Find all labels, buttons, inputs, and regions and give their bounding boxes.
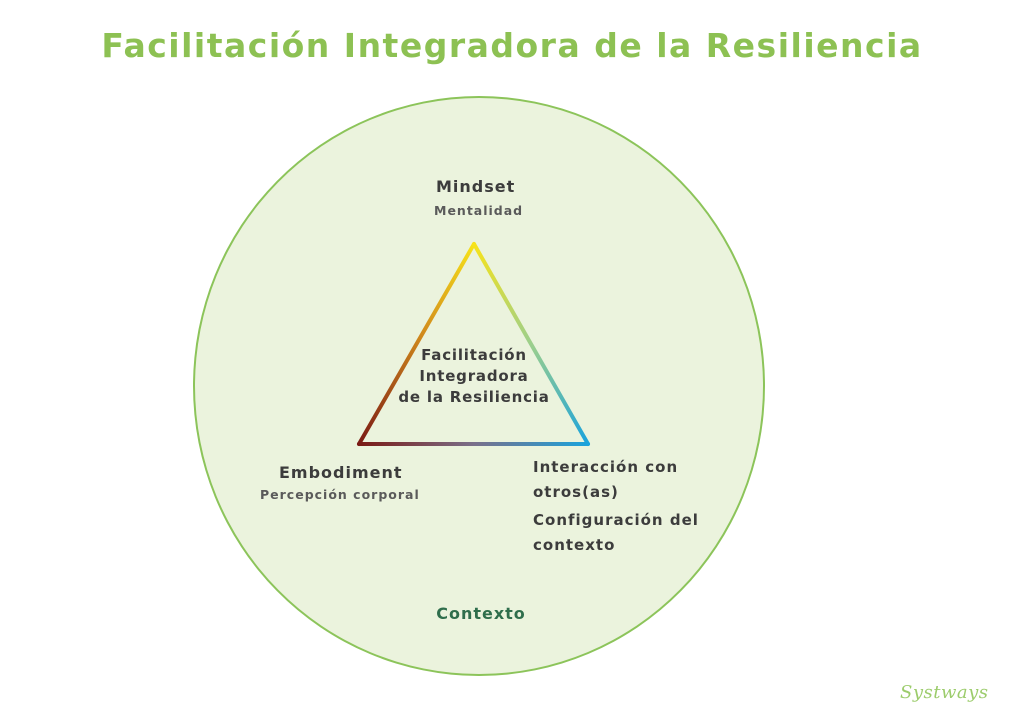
mindset-title: Mindset: [436, 177, 516, 196]
page-title: Facilitación Integradora de la Resilienc…: [101, 26, 923, 65]
mindset-subtitle: Mentalidad: [434, 203, 524, 218]
triangle-edge-right: [472, 242, 590, 446]
context-label: Contexto: [436, 604, 526, 623]
context-config-line-1: Configuración del: [533, 511, 699, 529]
interaction-block: Interacción con otros(as) Configuración …: [533, 455, 699, 558]
center-label: Facilitación Integradora de la Resilienc…: [384, 345, 564, 408]
embodiment-title: Embodiment: [279, 463, 403, 482]
center-line-2: Integradora: [419, 367, 529, 385]
interaction-line-2: otros(as): [533, 483, 619, 501]
systways-logo: Systways: [900, 682, 989, 703]
interaction-line-1: Interacción con: [533, 458, 679, 476]
embodiment-subtitle: Percepción corporal: [260, 487, 420, 502]
center-line-3: de la Resiliencia: [398, 388, 550, 406]
context-circle: [193, 96, 765, 676]
context-config-line-2: contexto: [533, 536, 616, 554]
center-line-1: Facilitación: [421, 346, 527, 364]
triangle-edge-left: [357, 242, 476, 446]
